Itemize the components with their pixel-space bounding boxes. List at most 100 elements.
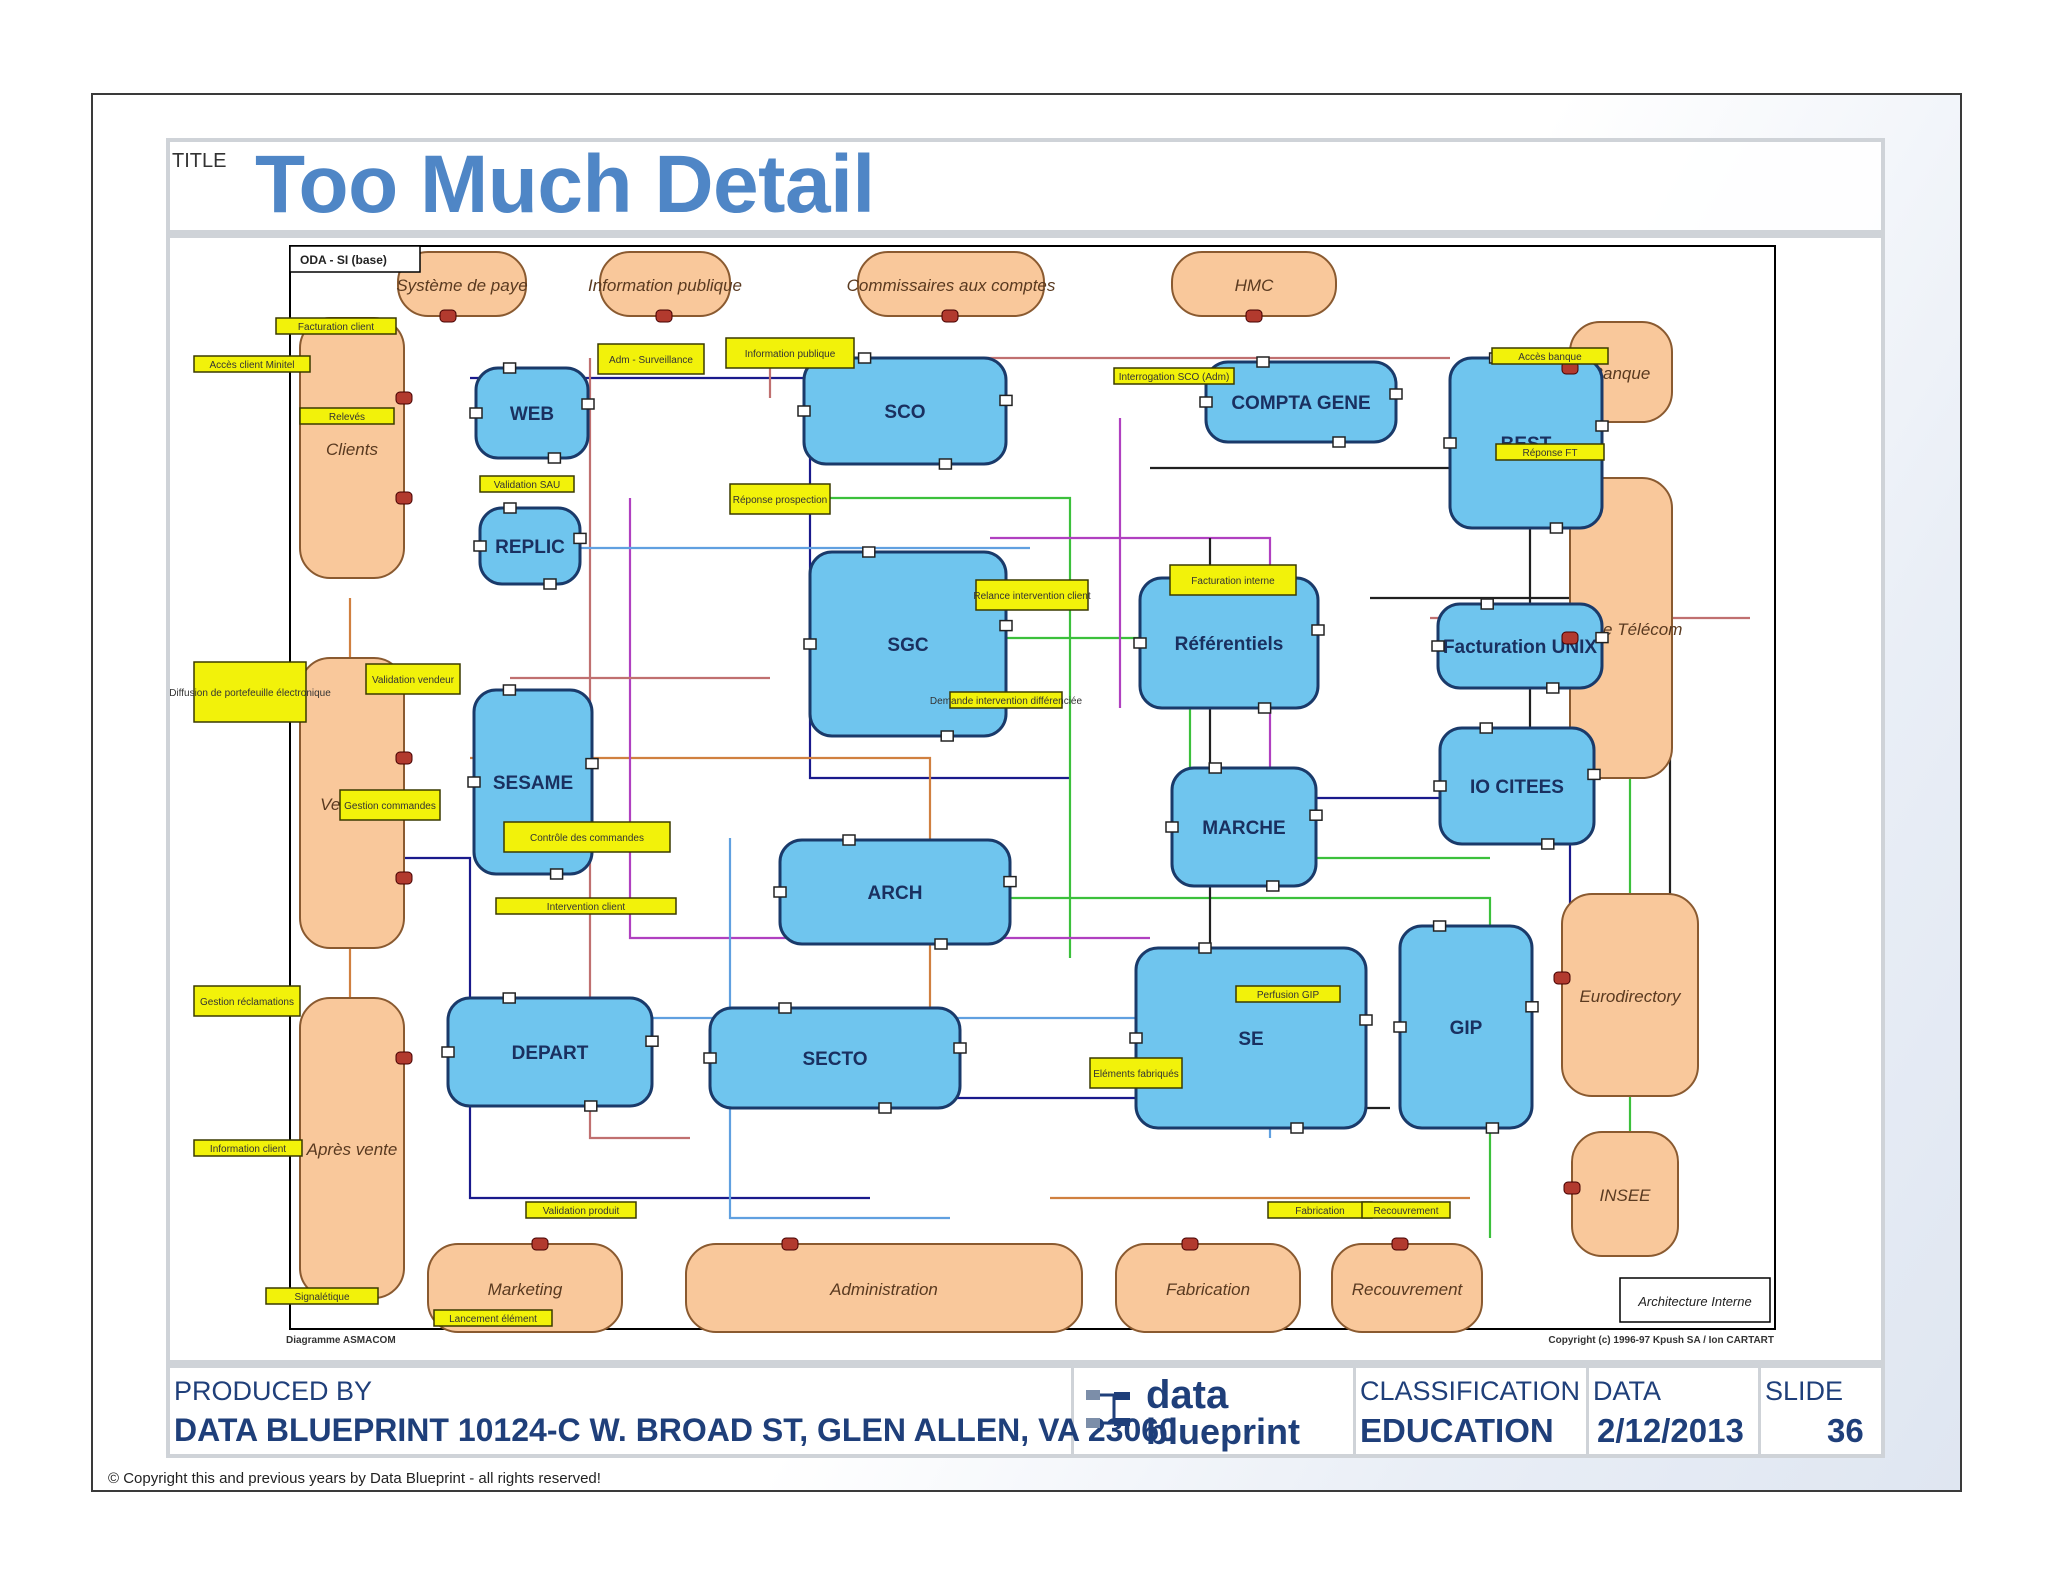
note-demande-intervention-differenciee <box>949 691 1063 709</box>
system-port <box>645 1035 659 1047</box>
system-port <box>803 638 817 650</box>
note-label: Information client <box>210 1144 286 1155</box>
actor-port <box>395 1051 413 1065</box>
system-port <box>1165 821 1179 833</box>
note-label: Facturation interne <box>1191 576 1275 587</box>
note-gestion-reclamations <box>193 985 301 1017</box>
note-interrogation-sco-adm <box>1113 367 1235 385</box>
system-port <box>1480 598 1494 610</box>
system-port <box>1433 780 1447 792</box>
system-port <box>1003 875 1017 888</box>
system-port <box>1479 722 1493 734</box>
slide-footer: PRODUCED BY DATA BLUEPRINT 10124-C W. BR… <box>166 1364 1885 1458</box>
actor-port <box>781 1237 799 1251</box>
actor-label: Recouvrement <box>1352 1280 1464 1299</box>
system-port <box>1257 702 1272 714</box>
actor-port <box>395 391 413 405</box>
logo-cell: data blueprint <box>1074 1368 1356 1454</box>
system-port <box>1133 637 1147 649</box>
system-port <box>503 502 517 514</box>
note-label: Contrôle des commandes <box>530 833 644 844</box>
note-label: Réponse prospection <box>733 495 828 506</box>
logo-word-data: data <box>1146 1373 1229 1417</box>
date-value: 2/12/2013 <box>1597 1412 1744 1449</box>
actor-label: Information publique <box>588 276 742 295</box>
connector-line <box>810 496 1072 958</box>
note-validation-produit <box>525 1201 637 1219</box>
actor-label: HMC <box>1235 276 1274 295</box>
system-port <box>773 886 787 898</box>
note-gestion-commandes <box>339 789 441 821</box>
note-label: Recouvrement <box>1373 1206 1438 1217</box>
note-validation-sau <box>479 475 575 493</box>
system-port <box>1256 356 1270 368</box>
note-validation-vendeur <box>365 663 461 695</box>
system-label: COMPTA GENE <box>1231 393 1370 414</box>
system-port <box>999 619 1013 632</box>
note-label: Relevés <box>329 412 365 423</box>
system-port <box>862 546 876 558</box>
title-tag: TITLE <box>172 150 227 172</box>
architecture-diagram: Système de paye Information publique Commi… <box>170 245 1776 1346</box>
system-port <box>543 578 557 590</box>
note-label: Accès banque <box>1518 352 1582 363</box>
note-relance-intervention-client <box>975 579 1089 611</box>
data-blueprint-logo: data blueprint <box>1086 1373 1300 1452</box>
title-box <box>166 138 1885 234</box>
actor-label: Banque <box>1592 364 1651 383</box>
system-port <box>473 540 487 552</box>
system-label: MARCHE <box>1202 818 1285 839</box>
legend-box <box>1619 1277 1771 1323</box>
system-label: SESAME <box>493 773 573 794</box>
actor-label: Système de paye <box>396 276 527 295</box>
note-acces-client-minitel <box>193 355 311 373</box>
system-port <box>1311 624 1325 636</box>
system-port <box>938 458 953 470</box>
system-port <box>502 992 516 1004</box>
system-port <box>1546 682 1560 694</box>
system-port <box>581 398 595 410</box>
date-label: DATA <box>1593 1376 1662 1406</box>
note-label: Gestion réclamations <box>200 997 294 1008</box>
system-label: SE <box>1238 1029 1263 1050</box>
note-label: Validation produit <box>543 1206 620 1217</box>
actor-port <box>395 751 413 765</box>
copyright-notice: © Copyright this and previous years by D… <box>108 1470 601 1487</box>
note-facturation-interne <box>1169 564 1297 596</box>
actor-port <box>531 1237 549 1251</box>
actor-port <box>1245 309 1263 323</box>
system-label: IO CITEES <box>1470 777 1564 798</box>
system-port <box>1525 1001 1539 1013</box>
actor-port <box>941 309 959 323</box>
actor-systeme-de-paye <box>397 251 527 317</box>
system-port <box>1541 838 1555 850</box>
note-information-publique <box>725 337 855 369</box>
note-recouvrement <box>1361 1201 1451 1219</box>
actor-label: Commissaires aux comptes <box>847 276 1056 295</box>
system-port <box>1431 640 1445 652</box>
system-port <box>1595 631 1609 644</box>
actor-port <box>439 309 457 323</box>
note-label: Facturation client <box>298 322 374 333</box>
system-port <box>1199 396 1213 408</box>
actor-port <box>1391 1237 1409 1251</box>
system-port <box>585 757 599 770</box>
note-lancement-element <box>433 1309 553 1327</box>
actor-port <box>1563 1181 1581 1195</box>
actor-fabrication <box>1115 1243 1301 1333</box>
system-port <box>502 684 517 696</box>
system-port <box>999 394 1013 407</box>
connector-line <box>470 756 932 1058</box>
system-port <box>842 834 856 846</box>
system-port <box>940 730 954 742</box>
system-label: GIP <box>1450 1018 1483 1039</box>
system-port <box>1208 762 1222 774</box>
note-label: Fabrication <box>1295 1206 1344 1217</box>
logo-word-blueprint: blueprint <box>1146 1411 1300 1452</box>
note-label: Adm - Surveillance <box>609 355 693 366</box>
system-label: WEB <box>510 404 554 425</box>
system-port <box>797 405 811 417</box>
produced-by-cell: PRODUCED BY DATA BLUEPRINT 10124-C W. BR… <box>170 1368 1177 1454</box>
system-port <box>584 1100 598 1112</box>
note-label: Lancement élément <box>449 1314 537 1325</box>
